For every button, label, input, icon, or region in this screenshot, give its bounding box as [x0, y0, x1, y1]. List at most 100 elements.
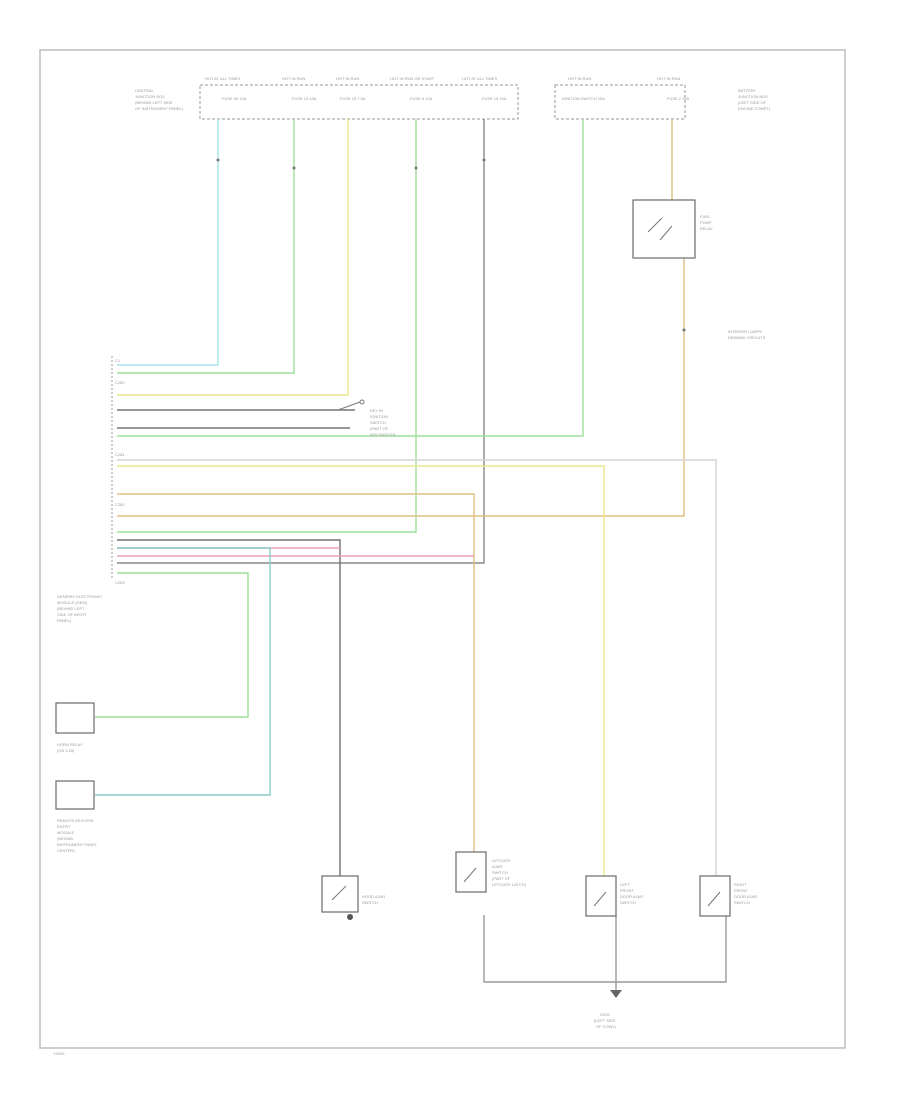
- svg-text:AJAR: AJAR: [492, 864, 502, 869]
- svg-text:INSTRUMENT PANEL: INSTRUMENT PANEL: [57, 842, 98, 847]
- svg-text:HOT IN RUN: HOT IN RUN: [282, 76, 305, 81]
- svg-text:DOOR AJAR: DOOR AJAR: [620, 894, 643, 899]
- splice-dot: [216, 158, 220, 162]
- liftgate-switch: LIFTGATE AJAR SWITCH (PART OF LIFTGATE L…: [455, 851, 527, 893]
- svg-text:(PART OF: (PART OF: [370, 426, 389, 431]
- svg-text:MODULE: MODULE: [57, 830, 74, 835]
- svg-text:C280: C280: [115, 380, 125, 385]
- svg-text:(ON CJB): (ON CJB): [57, 748, 75, 753]
- svg-text:(BEHIND LEFT SIDE: (BEHIND LEFT SIDE: [135, 100, 173, 105]
- svg-text:(BEHIND: (BEHIND: [57, 836, 74, 841]
- svg-text:PUMP: PUMP: [700, 220, 712, 225]
- wire-lgray-rf-door: [117, 459, 717, 876]
- wire-lt-blu-red: [117, 119, 219, 366]
- svg-text:HOT AT ALL TIMES: HOT AT ALL TIMES: [205, 76, 240, 81]
- diagram-frame: [39, 49, 846, 1049]
- svg-text:(PART OF: (PART OF: [492, 876, 511, 881]
- svg-text:FUSE 15 7.5A: FUSE 15 7.5A: [340, 96, 366, 101]
- svg-text:C282: C282: [115, 502, 125, 507]
- svg-text:RIGHT: RIGHT: [734, 882, 747, 887]
- svg-text:SWITCH: SWITCH: [362, 900, 378, 905]
- svg-text:HOT IN RUN: HOT IN RUN: [568, 76, 591, 81]
- rf-door-switch: RIGHT FRONT DOOR AJAR SWITCH: [699, 875, 757, 917]
- svg-text:ENTRY: ENTRY: [57, 824, 71, 829]
- svg-text:HOT IN RUN: HOT IN RUN: [336, 76, 359, 81]
- svg-text:(LEFT SIDE: (LEFT SIDE: [594, 1018, 616, 1023]
- svg-text:FRONT: FRONT: [734, 888, 748, 893]
- svg-text:IGNITION SWITCH 15A: IGNITION SWITCH 15A: [562, 96, 605, 101]
- wire-lgn-yel: [117, 119, 417, 533]
- svg-text:INTERIOR LAMPS: INTERIOR LAMPS: [728, 329, 762, 334]
- wire-grn-org: [117, 119, 295, 374]
- svg-text:JUNCTION BOX: JUNCTION BOX: [135, 94, 165, 99]
- svg-text:FUEL: FUEL: [700, 214, 711, 219]
- svg-text:DEMAND CIRCUITS: DEMAND CIRCUITS: [728, 335, 766, 340]
- wire-yel-ign: [117, 119, 584, 437]
- svg-text:SWITCH: SWITCH: [492, 870, 508, 875]
- svg-text:(LEFT SIDE OF: (LEFT SIDE OF: [738, 100, 767, 105]
- svg-text:HOT IN RUN OR START: HOT IN RUN OR START: [390, 76, 435, 81]
- diagram-code: Y4294: [53, 1051, 65, 1056]
- svg-text:IGN SWITCH): IGN SWITCH): [370, 432, 396, 437]
- svg-text:ENGINE COMPT): ENGINE COMPT): [738, 106, 771, 111]
- wire-dkgray-hood: [117, 539, 341, 876]
- svg-text:FUSE 2 15A: FUSE 2 15A: [667, 96, 690, 101]
- svg-text:KEY IN: KEY IN: [370, 408, 383, 413]
- svg-text:LIFTGATE LATCH): LIFTGATE LATCH): [492, 882, 527, 887]
- wire-teal-transceiver: [95, 547, 271, 796]
- svg-text:C1: C1: [115, 358, 121, 363]
- splice-dot: [682, 328, 686, 332]
- key-in-ignition-switch: KEY IN IGNITION SWITCH (PART OF IGN SWIT…: [337, 399, 396, 437]
- svg-text:C281: C281: [115, 452, 125, 457]
- svg-text:FUSE 13 10A: FUSE 13 10A: [292, 96, 317, 101]
- svg-text:BATTERY: BATTERY: [738, 88, 756, 93]
- svg-text:DOOR AJAR: DOOR AJAR: [734, 894, 757, 899]
- wire-tan-relay-out: [117, 258, 685, 517]
- horn-relay: HORN RELAY (ON CJB): [55, 702, 95, 753]
- svg-text:FRONT: FRONT: [620, 888, 634, 893]
- svg-text:OF COWL): OF COWL): [596, 1024, 617, 1029]
- svg-text:FUSE 30 10A: FUSE 30 10A: [222, 96, 247, 101]
- svg-text:HOT IN RUN: HOT IN RUN: [657, 76, 680, 81]
- svg-text:FUSE 9 10A: FUSE 9 10A: [410, 96, 433, 101]
- ground-symbol: G200 (LEFT SIDE OF COWL): [594, 990, 622, 1029]
- wire-lgreen-horn: [95, 572, 249, 718]
- svg-text:OF INSTRUMENT PANEL): OF INSTRUMENT PANEL): [135, 106, 184, 111]
- svg-text:SWITCH: SWITCH: [734, 900, 750, 905]
- security-module-connector: C1 C280 C281 C282 C283 GENERIC ELECTRONI…: [57, 356, 125, 623]
- fuse-block-left: HOT AT ALL TIMES HOT IN RUN HOT IN RUN H…: [135, 76, 519, 120]
- svg-text:HORN RELAY: HORN RELAY: [57, 742, 83, 747]
- wire-ground-bus: [483, 915, 727, 990]
- svg-text:GENERIC ELECTRONIC: GENERIC ELECTRONIC: [57, 594, 102, 599]
- svg-text:FUSE 19 10A: FUSE 19 10A: [482, 96, 507, 101]
- svg-text:RELAY: RELAY: [700, 226, 713, 231]
- svg-text:SWITCH: SWITCH: [620, 900, 636, 905]
- svg-text:JUNCTION BOX: JUNCTION BOX: [738, 94, 768, 99]
- svg-text:C283: C283: [115, 580, 125, 585]
- wire-yel-lgn: [117, 119, 349, 396]
- svg-text:PANEL): PANEL): [57, 618, 72, 623]
- relay-component: FUEL PUMP RELAY INTERIOR LAMPS DEMAND CI…: [632, 199, 766, 340]
- svg-text:HOT AT ALL TIMES: HOT AT ALL TIMES: [462, 76, 497, 81]
- wire-yel-lf-door: [117, 465, 605, 876]
- wire-blk-yel: [117, 119, 485, 564]
- svg-text:(BEHIND LEFT: (BEHIND LEFT: [57, 606, 85, 611]
- wire-tan-liftgate: [117, 493, 475, 876]
- svg-text:CENTRAL: CENTRAL: [135, 88, 154, 93]
- hood-switch: HOOD AJAR SWITCH: [321, 875, 385, 920]
- splice-dot: [482, 158, 486, 162]
- svg-text:MODULE (GEM): MODULE (GEM): [57, 600, 88, 605]
- svg-text:REMOTE KEYLESS: REMOTE KEYLESS: [57, 818, 94, 823]
- svg-text:SWITCH: SWITCH: [370, 420, 386, 425]
- lf-door-switch: LEFT FRONT DOOR AJAR SWITCH: [585, 875, 643, 917]
- splice-dot: [292, 166, 296, 170]
- splice-dot: [414, 166, 418, 170]
- svg-text:IGNITION: IGNITION: [370, 414, 388, 419]
- fuse-block-right: HOT IN RUN HOT IN RUN IGNITION SWITCH 15…: [554, 76, 771, 120]
- svg-text:CENTER): CENTER): [57, 848, 75, 853]
- svg-text:LEFT: LEFT: [620, 882, 630, 887]
- svg-text:LIFTGATE: LIFTGATE: [492, 858, 511, 863]
- transceiver-module: REMOTE KEYLESS ENTRY MODULE (BEHIND INST…: [55, 780, 98, 853]
- svg-text:G200: G200: [600, 1012, 611, 1017]
